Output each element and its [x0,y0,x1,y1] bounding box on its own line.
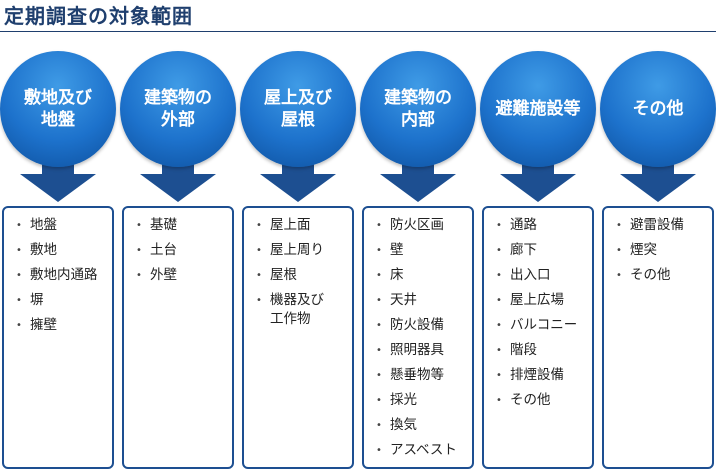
category-item-box: 防火区画壁床天井防火設備照明器具懸垂物等採光換気アスベスト [362,206,474,469]
category-item-box: 通路廊下出入口屋上広場バルコニー階段排煙設備その他 [482,206,594,469]
category-column: 通路廊下出入口屋上広場バルコニー階段排煙設備その他 避難施設等 [480,0,596,472]
category-label: その他 [632,99,684,119]
category-column: 避雷設備煙突その他その他 [600,0,716,472]
down-arrow-icon [20,156,96,202]
list-item: バルコニー [484,316,592,335]
down-arrow-shape [260,156,336,202]
list-item: 換気 [364,416,472,435]
down-arrow-shape [500,156,576,202]
list-item: 廊下 [484,241,592,260]
list-item: 天井 [364,291,472,310]
list-item: 屋上面 [244,216,352,235]
list-item: 避雷設備 [604,216,712,235]
list-item: 塀 [4,291,112,310]
item-list: 基礎土台外壁 [124,208,232,285]
item-list: 避雷設備煙突その他 [604,208,712,285]
item-list: 地盤敷地敷地内通路塀擁壁 [4,208,112,335]
list-item: 敷地 [4,241,112,260]
category-circle: 建築物の 外部 [120,51,236,167]
list-item: 屋上周り [244,241,352,260]
category-circle: その他 [600,51,716,167]
list-item: 採光 [364,391,472,410]
list-item: 機器及び 工作物 [244,291,352,329]
category-item-box: 地盤敷地敷地内通路塀擁壁 [2,206,114,469]
list-item: 壁 [364,241,472,260]
list-item: 防火設備 [364,316,472,335]
list-item: 床 [364,266,472,285]
category-label: 避難施設等 [495,99,581,119]
item-list: 屋上面屋上周り屋根機器及び 工作物 [244,208,352,329]
down-arrow-icon [260,156,336,202]
category-column: 屋上面屋上周り屋根機器及び 工作物 屋上及び 屋根 [240,0,356,472]
item-list: 防火区画壁床天井防火設備照明器具懸垂物等採光換気アスベスト [364,208,472,460]
category-circle: 避難施設等 [480,51,596,167]
category-item-box: 基礎土台外壁 [122,206,234,469]
list-item: 屋上広場 [484,291,592,310]
list-item: 通路 [484,216,592,235]
list-item: 防火区画 [364,216,472,235]
list-item: アスベスト [364,441,472,460]
list-item: 照明器具 [364,341,472,360]
down-arrow-shape [620,156,696,202]
category-item-box: 屋上面屋上周り屋根機器及び 工作物 [242,206,354,469]
category-label: 屋上及び 屋根 [264,88,332,130]
item-list: 通路廊下出入口屋上広場バルコニー階段排煙設備その他 [484,208,592,410]
title-divider [0,31,716,32]
list-item: 屋根 [244,266,352,285]
list-item: 土台 [124,241,232,260]
category-column: 基礎土台外壁 建築物の 外部 [120,0,236,472]
category-circle: 屋上及び 屋根 [240,51,356,167]
down-arrow-shape [380,156,456,202]
list-item: その他 [604,266,712,285]
down-arrow-icon [140,156,216,202]
page-title: 定期調査の対象範囲 [4,4,193,28]
down-arrow-shape [140,156,216,202]
category-label: 建築物の 外部 [144,88,212,130]
list-item: 擁壁 [4,316,112,335]
list-item: 排煙設備 [484,366,592,385]
category-circle: 敷地及び 地盤 [0,51,116,167]
category-column: 地盤敷地敷地内通路塀擁壁 敷地及び 地盤 [0,0,116,472]
list-item: その他 [484,391,592,410]
list-item: 階段 [484,341,592,360]
down-arrow-icon [500,156,576,202]
down-arrow-icon [380,156,456,202]
list-item: 敷地内通路 [4,266,112,285]
category-label: 建築物の 内部 [384,88,452,130]
category-item-box: 避雷設備煙突その他 [602,206,714,469]
list-item: 煙突 [604,241,712,260]
list-item: 基礎 [124,216,232,235]
category-label: 敷地及び 地盤 [24,88,92,130]
list-item: 地盤 [4,216,112,235]
list-item: 懸垂物等 [364,366,472,385]
list-item: 出入口 [484,266,592,285]
down-arrow-icon [620,156,696,202]
down-arrow-shape [20,156,96,202]
list-item: 外壁 [124,266,232,285]
category-circle: 建築物の 内部 [360,51,476,167]
category-column: 防火区画壁床天井防火設備照明器具懸垂物等採光換気アスベスト 建築物の 内部 [360,0,476,472]
